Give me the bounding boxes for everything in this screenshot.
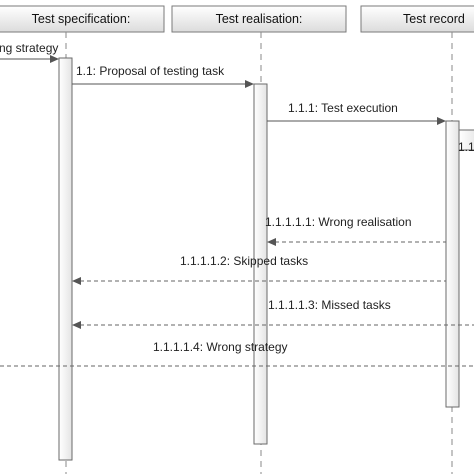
lifeline-label-test-specification: Test specification:	[32, 12, 131, 26]
activation-bar-test-record-nested	[458, 129, 474, 151]
lifeline-header-test-specification: Test specification:	[0, 5, 165, 33]
message-label-partial: 1.1	[458, 140, 474, 154]
message-missed-tasks: 1.1.1.1.3: Missed tasks	[72, 298, 474, 329]
message-label: ng strategy	[0, 41, 58, 55]
message-label: 1.1.1.1.2: Skipped tasks	[180, 254, 308, 268]
lifeline-label-test-record: Test record	[403, 12, 465, 26]
lifeline-label-test-realisation: Test realisation:	[216, 12, 303, 26]
message-wrong-strategy-incoming: ng strategy	[0, 41, 59, 63]
message-label: 1.1.1.1.3: Missed tasks	[268, 298, 391, 312]
message-test-execution: 1.1.1: Test execution	[267, 101, 446, 125]
message-label: 1.1: Proposal of testing task	[76, 64, 225, 78]
activation-bar-test-realisation	[253, 83, 268, 445]
message-skipped-tasks: 1.1.1.1.2: Skipped tasks	[72, 254, 446, 285]
message-label: 1.1.1.1.4: Wrong strategy	[153, 340, 288, 354]
message-wrong-strategy-return: 1.1.1.1.4: Wrong strategy	[0, 340, 474, 367]
message-label: 1.1.1.1.1: Wrong realisation	[265, 215, 412, 229]
lifeline-header-test-record: Test record	[360, 5, 474, 33]
lifeline-header-test-realisation: Test realisation:	[171, 5, 347, 33]
message-wrong-realisation: 1.1.1.1.1: Wrong realisation	[265, 215, 446, 246]
activation-bar-test-record	[445, 120, 460, 408]
message-proposal-of-testing-task: 1.1: Proposal of testing task	[72, 64, 254, 88]
message-label: 1.1.1: Test execution	[288, 101, 398, 115]
activation-bar-test-specification	[58, 57, 73, 461]
